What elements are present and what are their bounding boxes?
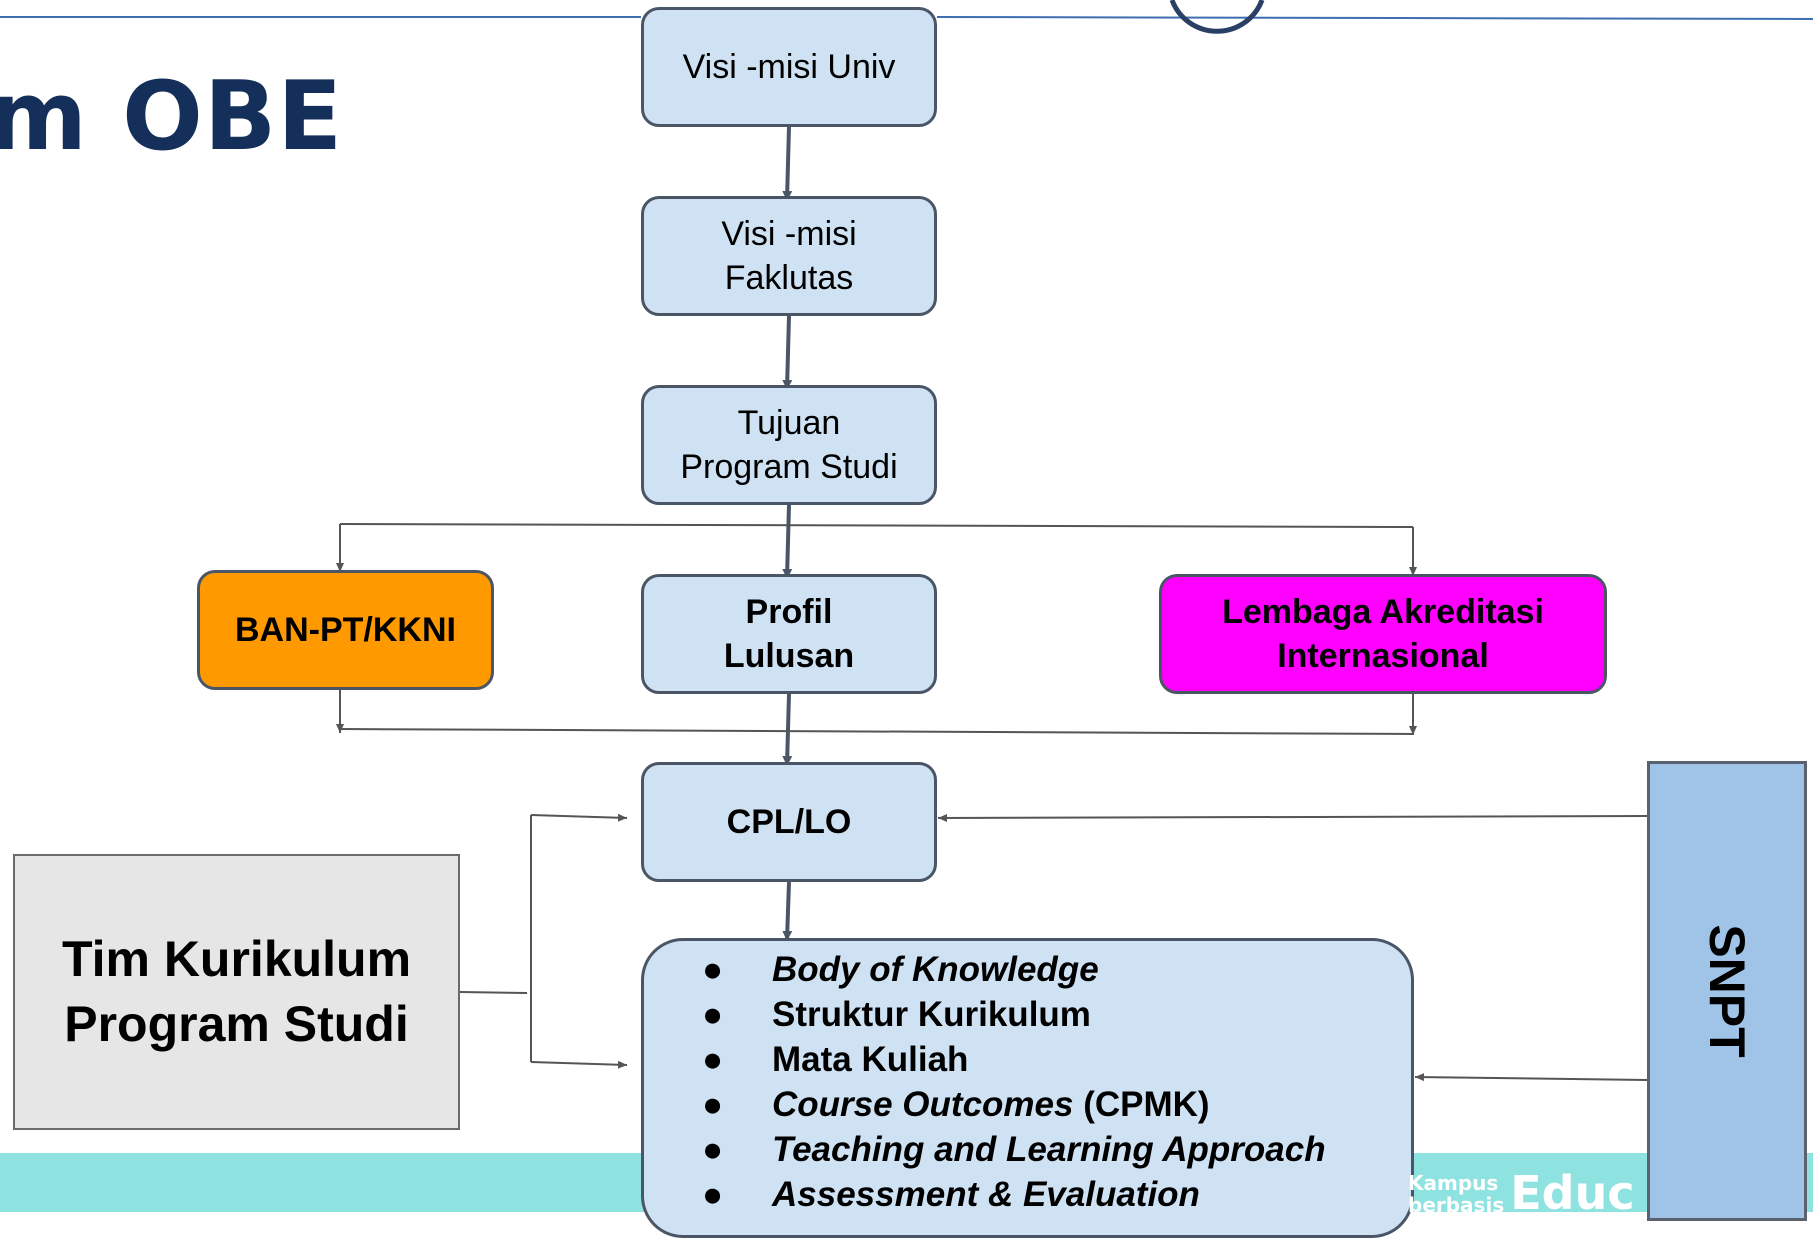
logo-partial-icon: [1169, 0, 1265, 34]
cpl-lo-label: CPL/LO: [726, 802, 852, 841]
snpt-label: SNPT: [1699, 924, 1755, 1058]
footer-brand-logo: Kampus berbasis Educ: [1408, 1170, 1635, 1220]
visi-misi-fakultas-line2: Faklutas: [724, 259, 854, 297]
list-item-text: Teaching and Learning Approach: [772, 1130, 1326, 1169]
list-item: ● Struktur Kurikulum: [702, 992, 1326, 1037]
list-item-text: Mata Kuliah: [772, 1040, 969, 1079]
lembaga-akreditasi-box: Lembaga Akreditasi Internasional: [1159, 574, 1607, 694]
list-item: ● Teaching and Learning Approach: [702, 1127, 1326, 1172]
list-item: ● Body of Knowledge: [702, 947, 1326, 992]
list-item-text: Course Outcomes: [772, 1085, 1074, 1124]
list-item: ● Assessment & Evaluation: [702, 1172, 1326, 1217]
list-item-text: Assessment & Evaluation: [772, 1175, 1200, 1214]
profil-lulusan-box: Profil Lulusan: [641, 574, 937, 694]
visi-misi-univ-label: Visi -misi Univ: [682, 47, 896, 86]
brand-small-line2: berbasis: [1408, 1193, 1505, 1217]
page-title: m OBE: [0, 62, 344, 172]
ban-pt-kkni-label: BAN-PT/KKNI: [235, 610, 456, 649]
bullet-icon: ●: [702, 1085, 724, 1124]
curriculum-list-box: ● Body of Knowledge ● Struktur Kurikulum ●…: [641, 938, 1414, 1238]
visi-misi-fakultas-box: Visi -misi Faklutas: [641, 196, 937, 316]
tim-kurikulum-box: Tim Kurikulum Program Studi: [13, 854, 460, 1130]
visi-misi-univ-box: Visi -misi Univ: [641, 7, 937, 127]
bullet-icon: ●: [702, 995, 724, 1034]
list-item: ● Mata Kuliah: [702, 1037, 1326, 1082]
bullet-icon: ●: [702, 950, 724, 989]
ban-pt-kkni-box: BAN-PT/KKNI: [197, 570, 494, 690]
bullet-icon: ●: [702, 1040, 724, 1079]
list-item-text: Struktur Kurikulum: [772, 995, 1091, 1034]
lembaga-line2: Internasional: [1277, 637, 1489, 675]
tujuan-line2: Program Studi: [680, 448, 898, 486]
tujuan-program-studi-box: Tujuan Program Studi: [641, 385, 937, 505]
profil-line1: Profil: [745, 592, 833, 631]
list-item: ● Course Outcomes (CPMK): [702, 1082, 1326, 1127]
brand-big: Educ: [1510, 1166, 1635, 1220]
cpl-lo-box: CPL/LO: [641, 762, 937, 882]
list-item-suffix: (CPMK): [1073, 1085, 1210, 1124]
tujuan-line1: Tujuan: [737, 403, 841, 442]
curriculum-list: ● Body of Knowledge ● Struktur Kurikulum ●…: [702, 947, 1326, 1217]
bullet-icon: ●: [702, 1130, 724, 1169]
list-item-text: Body of Knowledge: [772, 950, 1099, 989]
connector-lines: [0, 0, 1813, 1082]
header-rule-right: [936, 16, 1813, 20]
visi-misi-fakultas-line1: Visi -misi: [721, 214, 857, 253]
snpt-box: SNPT: [1647, 761, 1807, 1221]
profil-line2: Lulusan: [723, 637, 855, 675]
lembaga-line1: Lembaga Akreditasi: [1222, 592, 1544, 631]
brand-small-line1: Kampus: [1408, 1171, 1499, 1195]
bullet-icon: ●: [702, 1175, 724, 1214]
tim-line1: Tim Kurikulum: [61, 931, 412, 987]
tim-line2: Program Studi: [64, 996, 409, 1052]
